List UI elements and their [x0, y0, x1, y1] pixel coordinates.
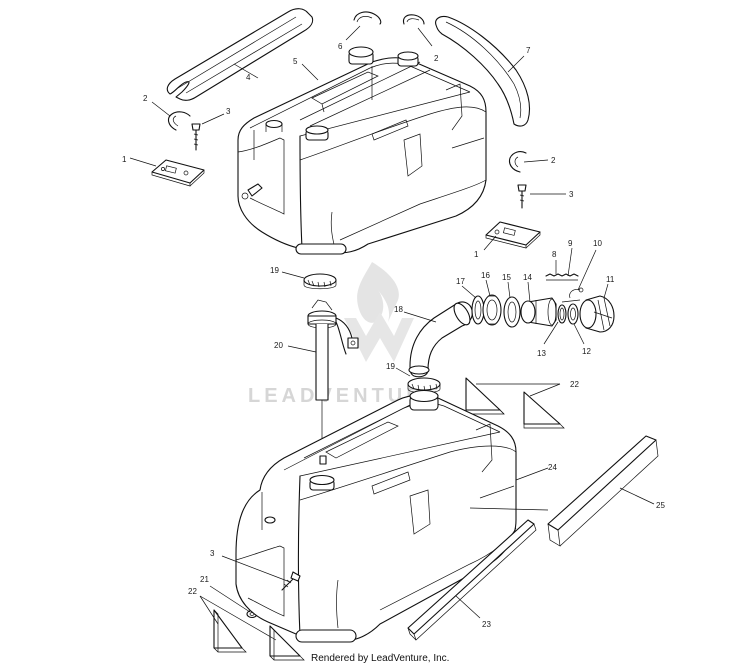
callout-20: 20 — [274, 341, 283, 350]
part-1-bracket-left — [151, 159, 205, 187]
part-5-fuel-tank-upper — [237, 46, 487, 255]
part-4-strap — [166, 8, 314, 101]
callout-13: 13 — [537, 349, 546, 358]
callout-5: 5 — [293, 57, 298, 66]
part-3-screw-left — [191, 123, 201, 151]
part-20-fuel-sender — [307, 299, 359, 456]
flame-logo-icon — [357, 262, 399, 323]
fuel-tank-lower — [235, 389, 517, 643]
part-9-10-retainer — [561, 287, 584, 303]
part-12-washer — [567, 303, 579, 325]
callout-labels: 1 1 2 2 2 3 3 3 4 5 6 7 8 9 10 11 12 13 … — [122, 42, 665, 629]
part-3-screw-right — [517, 184, 527, 209]
callout-11: 11 — [606, 275, 615, 284]
part-22-pad-upper-left — [465, 377, 505, 415]
part-22-pad-upper-right — [523, 391, 565, 429]
callout-2-left: 2 — [143, 94, 148, 103]
callout-12: 12 — [582, 347, 591, 356]
callout-6: 6 — [338, 42, 343, 51]
callout-2-top: 2 — [434, 54, 439, 63]
callout-3-lower: 3 — [210, 549, 215, 558]
part-25-pad-strip — [547, 435, 659, 547]
watermark-text: LEADVENTURE — [248, 385, 442, 407]
callout-3-right: 3 — [569, 190, 574, 199]
callout-23: 23 — [482, 620, 491, 629]
callout-25: 25 — [656, 501, 665, 510]
callout-1-right: 1 — [474, 250, 479, 259]
part-6-clip — [353, 11, 382, 25]
part-15-gasket — [503, 296, 521, 328]
part-8-tether — [545, 273, 579, 281]
callout-15: 15 — [502, 273, 511, 282]
v-logo-icon — [344, 312, 414, 362]
callout-10: 10 — [593, 239, 602, 248]
callout-17: 17 — [456, 277, 465, 286]
part-23-pad-strip — [407, 519, 537, 641]
callout-22-upper: 22 — [570, 380, 579, 389]
part-19-ring-upper — [303, 273, 337, 290]
part-17-clamp — [471, 295, 485, 325]
part-11-fuel-cap — [579, 295, 615, 333]
footer-credit: Rendered by LeadVenture, Inc. — [311, 653, 450, 664]
callout-16: 16 — [481, 271, 490, 280]
part-2-clip-left — [167, 111, 191, 131]
part-14-filler-neck — [520, 297, 557, 327]
part-22-pad-lower-right — [269, 625, 305, 661]
part-18-filler-hose — [408, 301, 473, 378]
part-16-ring — [482, 294, 502, 326]
callout-19-lower: 19 — [386, 362, 395, 371]
callout-24: 24 — [548, 463, 557, 472]
callout-7: 7 — [526, 46, 531, 55]
callout-9: 9 — [568, 239, 573, 248]
callout-4: 4 — [246, 73, 251, 82]
part-22-pad-lower-left — [213, 609, 247, 653]
leader-lines — [129, 25, 655, 641]
callout-21: 21 — [200, 575, 209, 584]
callout-19-upper: 19 — [270, 266, 279, 275]
part-2-clip-right — [508, 151, 527, 173]
part-3-screw-lower — [281, 571, 301, 591]
callout-3-left: 3 — [226, 107, 231, 116]
part-1-bracket-right — [485, 221, 541, 249]
callout-22-lower: 22 — [188, 587, 197, 596]
part-2-clip-top — [402, 14, 425, 25]
callout-14: 14 — [523, 273, 532, 282]
part-7-strap — [435, 15, 531, 127]
part-13-oring — [557, 304, 567, 324]
leadventure-watermark: LEADVENTURE — [248, 262, 442, 407]
callout-2-right: 2 — [551, 156, 556, 165]
callout-18: 18 — [394, 305, 403, 314]
callout-1-left: 1 — [122, 155, 127, 164]
callout-8: 8 — [552, 250, 557, 259]
